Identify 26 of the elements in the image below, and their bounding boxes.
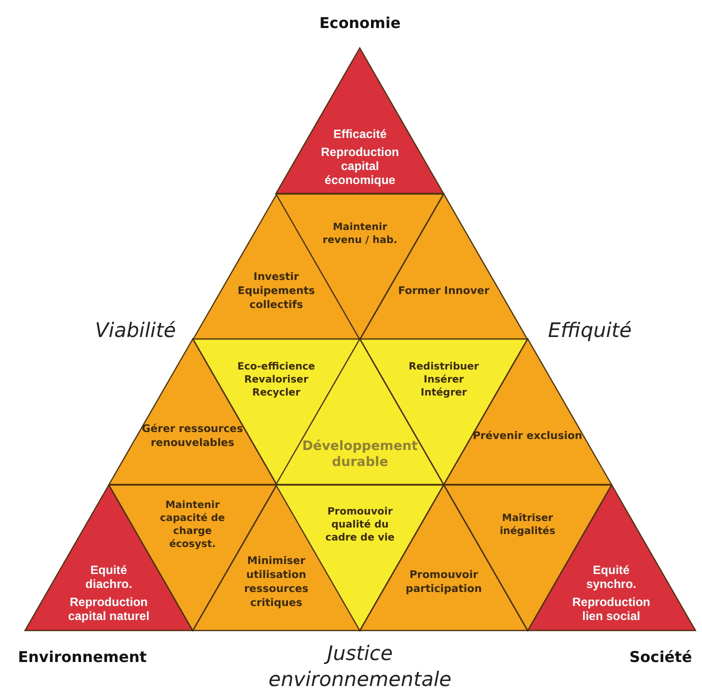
segment-text: Minimiser utilisation ressources critiques bbox=[243, 554, 310, 610]
vertex-label: Environnement bbox=[18, 648, 147, 666]
segment-text: Former Innover bbox=[397, 284, 490, 298]
segment-text: Reproduction lien social bbox=[571, 595, 652, 624]
vertex-label: Société bbox=[629, 648, 692, 666]
segment-text: Redistribuer Insérer Intégrer bbox=[408, 360, 480, 400]
side-label: Viabilité bbox=[94, 318, 176, 342]
segment-text: Eco-efficience Revaloriser Recycler bbox=[236, 360, 316, 400]
segment-text: Reproduction capital naturel bbox=[67, 595, 150, 624]
segment-text: Investir Equipements collectifs bbox=[236, 270, 316, 312]
segment-text: Promouvoir qualité du cadre de vie bbox=[324, 506, 396, 545]
segment-text: Maintenir capacité de charge écosyst. bbox=[159, 499, 226, 552]
side-label: Justice environnementale bbox=[268, 640, 452, 692]
triangle-segment bbox=[276, 48, 444, 194]
segment-text: Promouvoir participation bbox=[404, 568, 483, 596]
side-label: Effiquité bbox=[548, 318, 632, 342]
segment-text: Equité diachro. bbox=[84, 563, 134, 592]
segment-text: Maîtriser inégalités bbox=[498, 512, 556, 538]
segment-text: Equité synchro. bbox=[585, 563, 638, 592]
center-title: Développement durable bbox=[301, 439, 419, 472]
segment-text: Prévenir exclusion bbox=[472, 429, 584, 443]
segment-text: Maintenir revenu / hab. bbox=[322, 221, 398, 248]
vertex-label: Economie bbox=[318, 13, 402, 34]
segment-text: Gérer ressources renouvelables bbox=[140, 422, 244, 450]
segment-text: Efficacité bbox=[332, 126, 388, 141]
segment-text: Reproduction capital économique bbox=[320, 144, 400, 187]
